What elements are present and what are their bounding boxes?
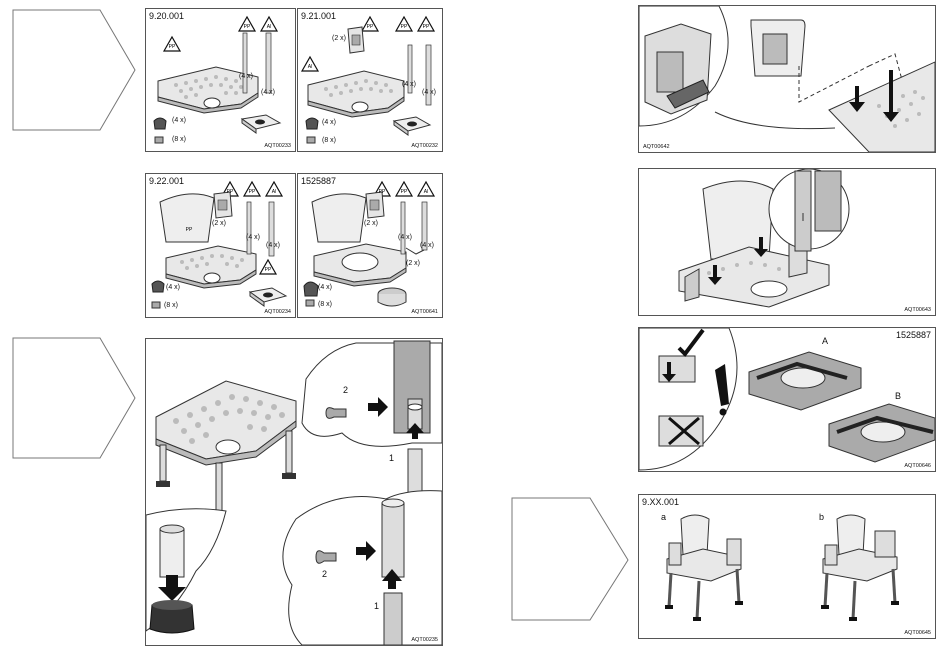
recycle-code-label: PP <box>227 189 234 195</box>
recycle-code-label: Al <box>424 189 428 195</box>
recycle-code-label: PP <box>186 227 193 233</box>
parts-illustration: PP PP Al <box>303 180 436 307</box>
figure-id: AQT00233 <box>264 143 291 149</box>
qty-label: (4 x) <box>261 89 275 96</box>
seat-underside-panel: 1525887 A B AQT00646 <box>638 327 936 472</box>
qty-label: (8 x) <box>318 301 332 308</box>
variant-label: B <box>895 391 902 401</box>
qty-label: (8 x) <box>322 137 336 144</box>
qty-label: (2 x) <box>332 35 346 42</box>
recycle-code-label: PP <box>367 24 374 30</box>
leg-assembly-illustration <box>146 340 442 645</box>
backrest-illustration <box>678 169 850 308</box>
leg-assembly-panel: 2 1 2 1 AQT00235 <box>145 338 443 646</box>
figure-id: AQT00232 <box>411 143 438 149</box>
parts-illustration: PP PP Al <box>153 15 282 144</box>
panel-code: 1525887 <box>301 176 337 186</box>
recycle-code-label: Al <box>267 24 271 30</box>
qty-label: (8 x) <box>164 302 178 309</box>
qty-label: (4 x) <box>420 242 434 249</box>
recycle-code-label: Al <box>308 64 312 70</box>
recycle-code-label: Al <box>272 189 276 195</box>
figure-id: AQT00645 <box>904 630 931 636</box>
armrest-illustration <box>639 6 935 152</box>
qty-label: (4 x) <box>239 73 253 80</box>
backrest-panel: AQT00643 <box>638 168 936 316</box>
parts-panel-1525887: 1525887 PP PP Al (2 x) (4 x) (4 x) (2 x) (… <box>297 173 443 318</box>
parts-illustration: PP PP PP Al <box>300 15 436 144</box>
qty-label: (4 x) <box>422 89 436 96</box>
recycle-code-label: PP <box>423 24 430 30</box>
variant-label: b <box>819 512 825 522</box>
qty-label: (4 x) <box>318 284 332 291</box>
seat-underside-illustration <box>639 328 935 471</box>
step-number: 1 <box>389 453 395 463</box>
recycle-code-label: PP <box>401 189 408 195</box>
recycle-code-label: PP <box>379 189 386 195</box>
parts-panel-9-21-001: 9.21.001 PP PP PP Al (2 x) (4 x) (4 x) (4 x… <box>297 8 443 152</box>
recycle-code-label: PP <box>401 24 408 30</box>
figure-id: AQT00234 <box>264 309 291 315</box>
qty-label: (8 x) <box>172 136 186 143</box>
panel-code: 1525887 <box>895 330 931 340</box>
qty-label: (4 x) <box>266 242 280 249</box>
figure-id: AQT00235 <box>411 637 438 643</box>
qty-label: (2 x) <box>212 220 226 227</box>
figure-id: AQT00641 <box>411 309 438 315</box>
qty-label: (4 x) <box>322 119 336 126</box>
chair-variants-illustration <box>665 514 899 621</box>
recycle-code-label: PP <box>249 189 256 195</box>
panel-code: 9.20.001 <box>149 11 185 21</box>
step-number: 2 <box>343 385 349 395</box>
panel-code: 9.21.001 <box>301 11 337 21</box>
qty-label: (2 x) <box>364 220 378 227</box>
figure-id: AQT00642 <box>643 144 670 150</box>
qty-label: (4 x) <box>398 234 412 241</box>
qty-label: (4 x) <box>166 284 180 291</box>
panel-code: 9.22.001 <box>149 176 185 186</box>
chair-variants-panel: 9.XX.001 a b AQT00645 <box>638 494 936 639</box>
step-number: 2 <box>322 569 328 579</box>
recycle-code-label: PP <box>244 24 251 30</box>
figure-id: AQT00643 <box>904 307 931 313</box>
variant-label: A <box>822 336 829 346</box>
qty-label: (4 x) <box>246 234 260 241</box>
variant-label: a <box>661 512 667 522</box>
armrest-panel: AQT00642 <box>638 5 936 153</box>
qty-label: (4 x) <box>402 81 416 88</box>
step-number: 1 <box>374 601 380 611</box>
figure-id: AQT00646 <box>904 463 931 469</box>
panel-code: 9.XX.001 <box>642 497 680 507</box>
recycle-code-label: PP <box>169 44 176 50</box>
qty-label: (2 x) <box>406 260 420 267</box>
qty-label: (4 x) <box>172 117 186 124</box>
recycle-code-label: PP <box>265 267 272 273</box>
